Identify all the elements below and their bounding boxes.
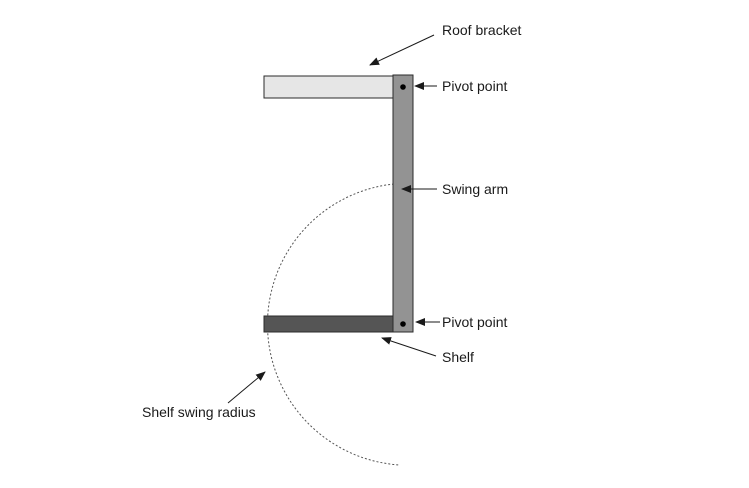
roof-bracket-arrow: [369, 34, 435, 66]
pivot-point-top: [400, 84, 406, 90]
pivot-point-bottom: [400, 321, 406, 327]
shelf-arrow: [381, 337, 437, 357]
roof-bracket-label: Roof bracket: [442, 22, 521, 38]
pivot-point-bottom-label: Pivot point: [442, 314, 507, 330]
swing-arm: [392, 74, 414, 333]
shelf-label: Shelf: [442, 349, 474, 365]
swing-arm-label: Swing arm: [442, 181, 508, 197]
shelf: [263, 315, 395, 333]
shelf-swing-radius-arrow: [227, 371, 266, 404]
shelf-swing-radius-label: Shelf swing radius: [142, 404, 256, 420]
roof-bracket: [263, 75, 395, 99]
pivot-point-top-label: Pivot point: [442, 78, 507, 94]
